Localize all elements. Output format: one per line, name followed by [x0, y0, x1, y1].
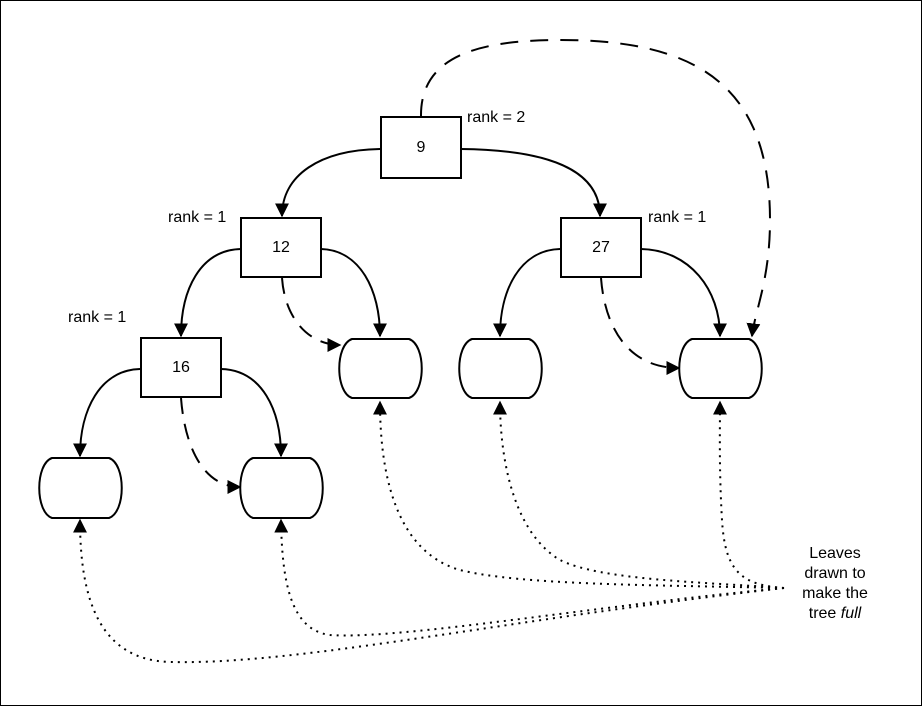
leaf-node: [678, 338, 763, 399]
edge-27-leaf-right: [640, 248, 727, 338]
annotation-text: tree: [808, 605, 837, 622]
annotation-line: Leaves: [809, 545, 861, 562]
edge-16-leaf-right: [220, 368, 288, 458]
edge-16-leaf-left: [73, 368, 141, 458]
leaf-node: [239, 457, 324, 519]
edge-12-leaf: [320, 248, 387, 338]
dashed-edge-16-leaf: [180, 397, 242, 494]
edge-9-12: [275, 148, 381, 218]
tree-node-27: 27: [560, 217, 642, 278]
tree-node-9: 9: [380, 116, 462, 179]
edge-27-leaf-left: [493, 248, 561, 338]
dashed-edge-9-leaf: [419, 38, 772, 338]
rank-label: rank = 1: [68, 309, 126, 326]
leaves-annotation: Leaves drawn to make the tree full: [780, 544, 890, 624]
annotation-line: drawn to: [804, 565, 866, 582]
dotted-line-leaf-2: [274, 518, 785, 637]
leaf-node: [458, 338, 543, 399]
edge-9-27: [460, 148, 607, 218]
edge-12-16: [174, 248, 242, 338]
node-value: 9: [417, 139, 426, 156]
dashed-edge-12-leaf: [281, 277, 342, 352]
leaf-node: [338, 338, 423, 399]
dotted-line-leaf-4: [493, 400, 785, 589]
node-value: 27: [592, 239, 610, 256]
leaf-node: [38, 457, 123, 519]
dotted-line-leaf-3: [373, 400, 785, 589]
rank-label: rank = 2: [467, 109, 525, 126]
annotation-line: tree full: [780, 604, 890, 624]
dashed-edge-27-leaf: [600, 277, 681, 375]
tree-node-12: 12: [240, 217, 322, 278]
annotation-line: make the: [802, 585, 868, 602]
dotted-line-leaf-5: [712, 400, 785, 589]
rank-label: rank = 1: [168, 209, 226, 226]
rank-label: rank = 1: [648, 209, 706, 226]
node-value: 12: [272, 239, 290, 256]
node-value: 16: [172, 359, 190, 376]
tree-node-16: 16: [140, 337, 222, 398]
dotted-line-leaf-1: [73, 518, 785, 664]
annotation-emphasis: full: [840, 605, 862, 622]
